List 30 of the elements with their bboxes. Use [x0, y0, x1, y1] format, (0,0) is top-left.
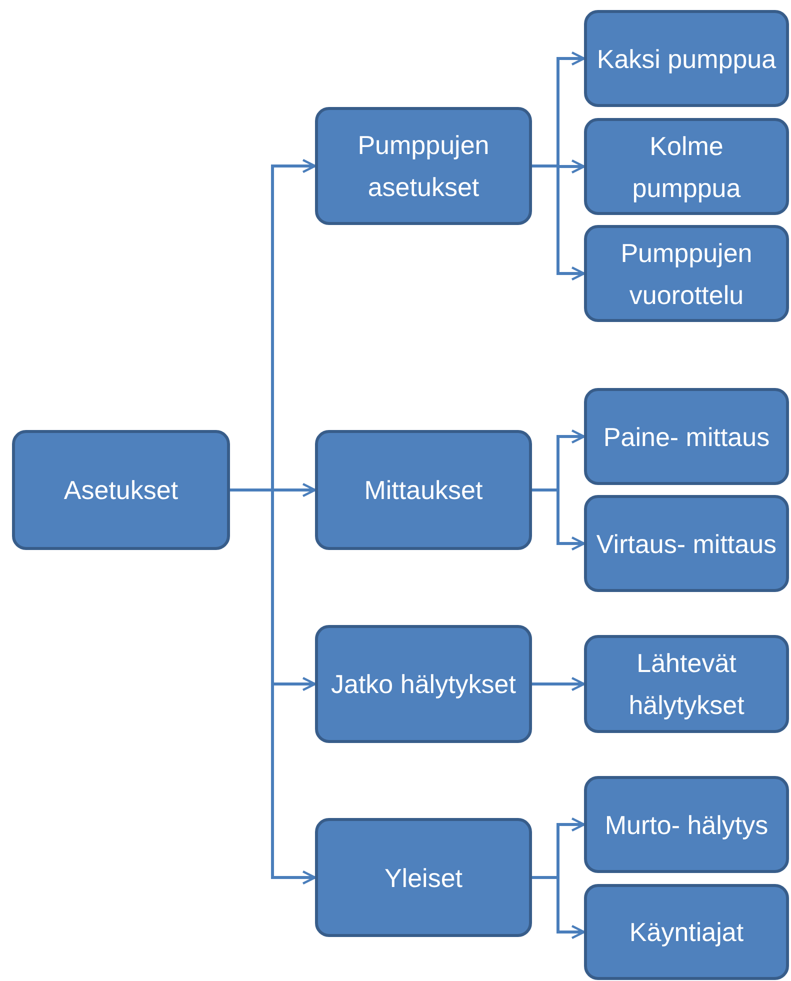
- process-box: [315, 625, 532, 743]
- connector-arrow: [532, 488, 586, 551]
- node-label: Asetukset: [62, 474, 180, 507]
- connector-arrow: [230, 488, 316, 885]
- process-box: [584, 388, 789, 485]
- node-label: Kolme pumppua: [631, 130, 742, 204]
- process-box: [584, 118, 789, 215]
- process-box: [315, 107, 532, 225]
- connector-arrow: [532, 676, 586, 692]
- node-label: Yleiset: [383, 862, 464, 894]
- node-label: Murto- hälytys: [604, 808, 770, 842]
- process-box: [12, 430, 230, 550]
- process-box: [584, 10, 789, 107]
- process-box: [584, 635, 789, 733]
- node-label: Jatko hälytykset: [330, 668, 517, 701]
- connector-arrow: [532, 876, 586, 940]
- process-box: [584, 776, 789, 873]
- process-box: [584, 225, 789, 322]
- node-label: Kaksi pumppua: [596, 42, 778, 76]
- node-label: Mittaukset: [363, 474, 484, 507]
- process-box: [584, 495, 789, 592]
- node-label: Käyntiajat: [628, 916, 745, 949]
- node-label: Pumppujen vuorottelu: [620, 236, 754, 312]
- node-label: Paine- mittaus: [602, 420, 771, 454]
- node-label: Pumppujen asetukset: [356, 129, 490, 204]
- process-box: [315, 818, 532, 937]
- process-box: [584, 884, 789, 980]
- node-label: Virtaus- mittaus: [595, 528, 778, 560]
- process-box: [315, 430, 532, 550]
- node-label: Lähtevät hälytykset: [628, 647, 746, 722]
